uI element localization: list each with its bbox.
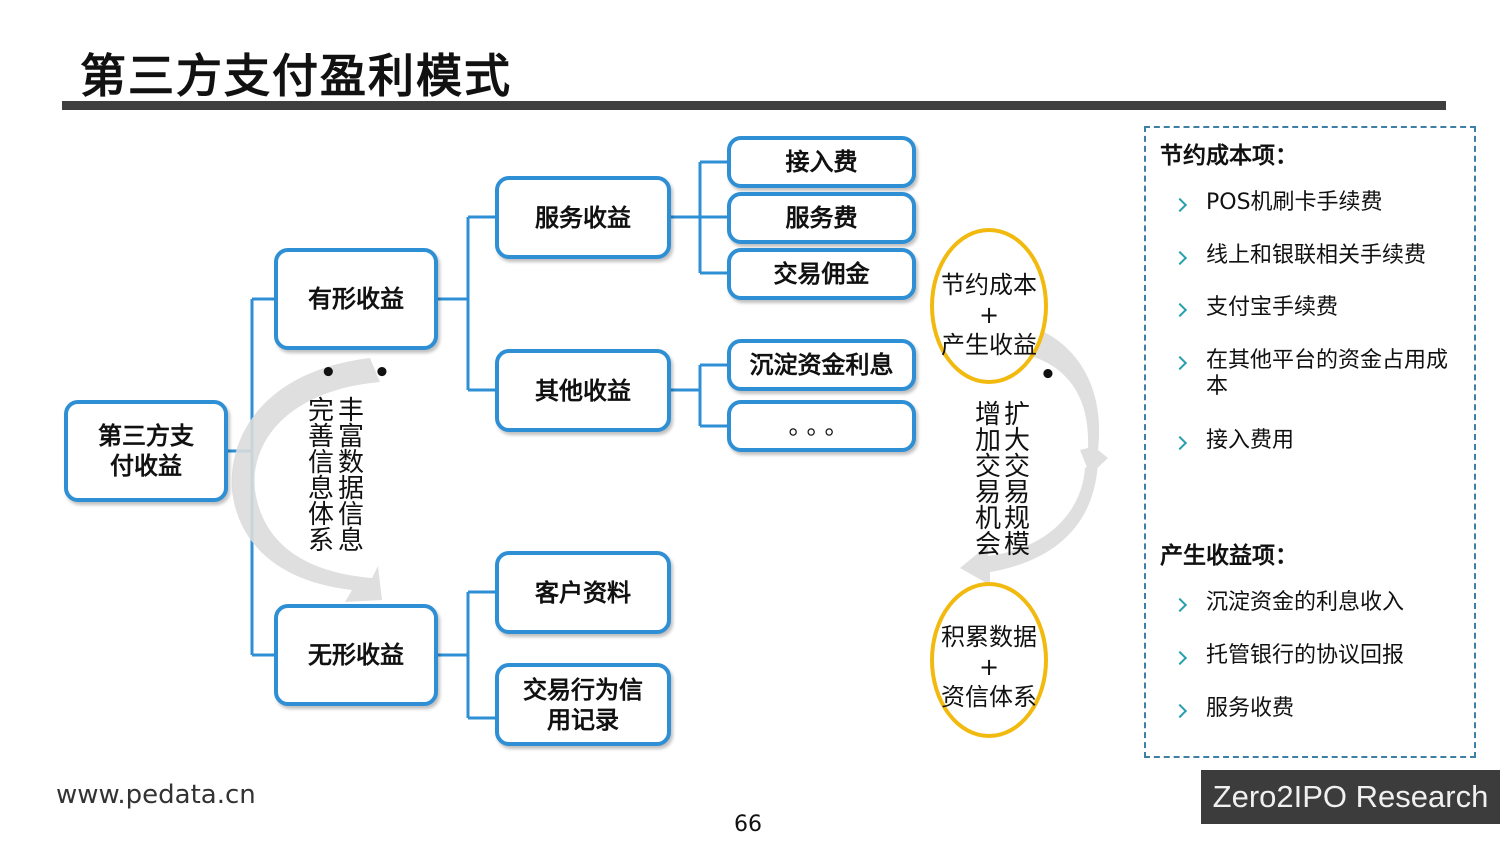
save-item: 接入费用 [1206, 428, 1295, 453]
credit-record-node: 交易行为信 用记录 [495, 663, 671, 746]
oval-save-earn: 节约成本 + 产生收益 [930, 228, 1048, 384]
earn-item: 服务收费 [1206, 696, 1295, 721]
slide-title: 第三方支付盈利模式 [80, 49, 512, 103]
save-item: POS机刷卡手续费 [1206, 190, 1383, 215]
intangible-income-node: 无形收益 [274, 604, 438, 706]
connector-intangible [438, 590, 497, 720]
deposit-interest-node: 沉淀资金利息 [727, 339, 916, 391]
save-item: 线上和银联相关手续费 [1206, 243, 1427, 268]
connector-service [671, 160, 729, 275]
access-fee-node: 接入费 [727, 136, 916, 188]
save-heading: 节约成本项： [1160, 143, 1298, 169]
earn-heading: 产生收益项： [1160, 543, 1298, 569]
left-arrow-dots: • • [320, 358, 405, 388]
tangible-income-node: 有形收益 [274, 248, 438, 350]
right-cycle-arrow [960, 318, 1108, 585]
service-fee-node: 服务费 [727, 192, 916, 244]
oval-data-credit-line3: 资信体系 [941, 683, 1037, 711]
save-item: 在其他平台的资金占用成 本 [1206, 348, 1449, 399]
title-divider [62, 101, 1446, 110]
connector-other [671, 363, 729, 428]
left-cycle-arrow [231, 358, 382, 602]
left-arrow-text-2: 丰富数据信息 [338, 396, 365, 556]
brand-logo: Zero2IPO Research [1201, 770, 1500, 824]
oval-save-earn-line3: 产生收益 [941, 331, 1037, 359]
oval-data-credit-line2: + [978, 653, 1000, 681]
page-number: 66 [734, 812, 762, 837]
customer-data-node: 客户资料 [495, 551, 671, 634]
root-node: 第三方支 付收益 [64, 400, 228, 502]
left-arrow-text-1: 完善信息体系 [308, 396, 335, 556]
earn-item: 托管银行的协议回报 [1206, 643, 1405, 668]
other-income-node: 其他收益 [495, 349, 671, 432]
service-income-node: 服务收益 [495, 176, 671, 259]
oval-save-earn-line2: + [978, 301, 1000, 329]
footer-url: www.pedata.cn [56, 780, 256, 810]
commission-node: 交易佣金 [727, 248, 916, 300]
connector-tangible [438, 215, 497, 392]
oval-data-credit: 积累数据 + 资信体系 [930, 582, 1048, 738]
right-arrow-text-1: 增加交易机会 [975, 400, 1002, 560]
right-arrow-text-2: 扩大交易规模 [1004, 400, 1031, 560]
oval-save-earn-line1: 节约成本 [941, 271, 1037, 299]
oval-data-credit-line1: 积累数据 [941, 623, 1037, 651]
summary-panel [1144, 126, 1476, 758]
save-item: 支付宝手续费 [1206, 295, 1339, 320]
ellipsis-node: 。。。 [727, 400, 916, 452]
earn-item: 沉淀资金的利息收入 [1206, 590, 1405, 615]
